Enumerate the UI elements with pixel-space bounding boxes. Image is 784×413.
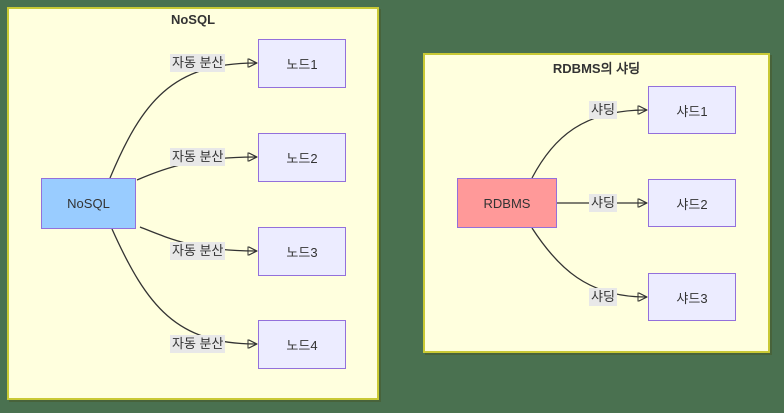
edge-label-auto-distribution-3: 자동 분산 [170,242,226,260]
edge-label-sharding-1: 샤딩 [589,101,617,119]
edge-label-sharding-3: 샤딩 [589,288,617,306]
nosql-node-1: 노드1 [258,39,346,88]
edge-label-auto-distribution-4: 자동 분산 [170,335,226,353]
rdbms-sharding-diagram-panel: RDBMS의 샤딩 샤딩 샤딩 샤딩 RDBMS 샤드1 샤드2 샤드3 [423,53,770,353]
nosql-root-node: NoSQL [41,178,136,229]
nosql-panel-title: NoSQL [170,12,216,27]
nosql-node-2: 노드2 [258,133,346,182]
edge-line-rdbms-shard1 [531,110,646,179]
rdbms-shard-3: 샤드3 [648,273,736,321]
nosql-diagram-panel: NoSQL 자동 분산 자동 분산 자동 분산 자동 분산 NoSQL 노드1 … [7,7,379,400]
edge-line-nosql-node4 [111,228,256,344]
rdbms-shard-1: 샤드1 [648,86,736,134]
rdbms-root-node: RDBMS [457,178,557,228]
nosql-node-4: 노드4 [258,320,346,369]
nosql-node-3: 노드3 [258,227,346,276]
edge-label-sharding-2: 샤딩 [589,194,617,212]
rdbms-panel-title: RDBMS의 샤딩 [552,61,641,76]
edge-label-auto-distribution-1: 자동 분산 [170,54,226,72]
edge-line-nosql-node1 [109,63,256,179]
rdbms-shard-2: 샤드2 [648,179,736,227]
edge-line-rdbms-shard3 [531,227,646,297]
edge-label-auto-distribution-2: 자동 분산 [170,148,226,166]
